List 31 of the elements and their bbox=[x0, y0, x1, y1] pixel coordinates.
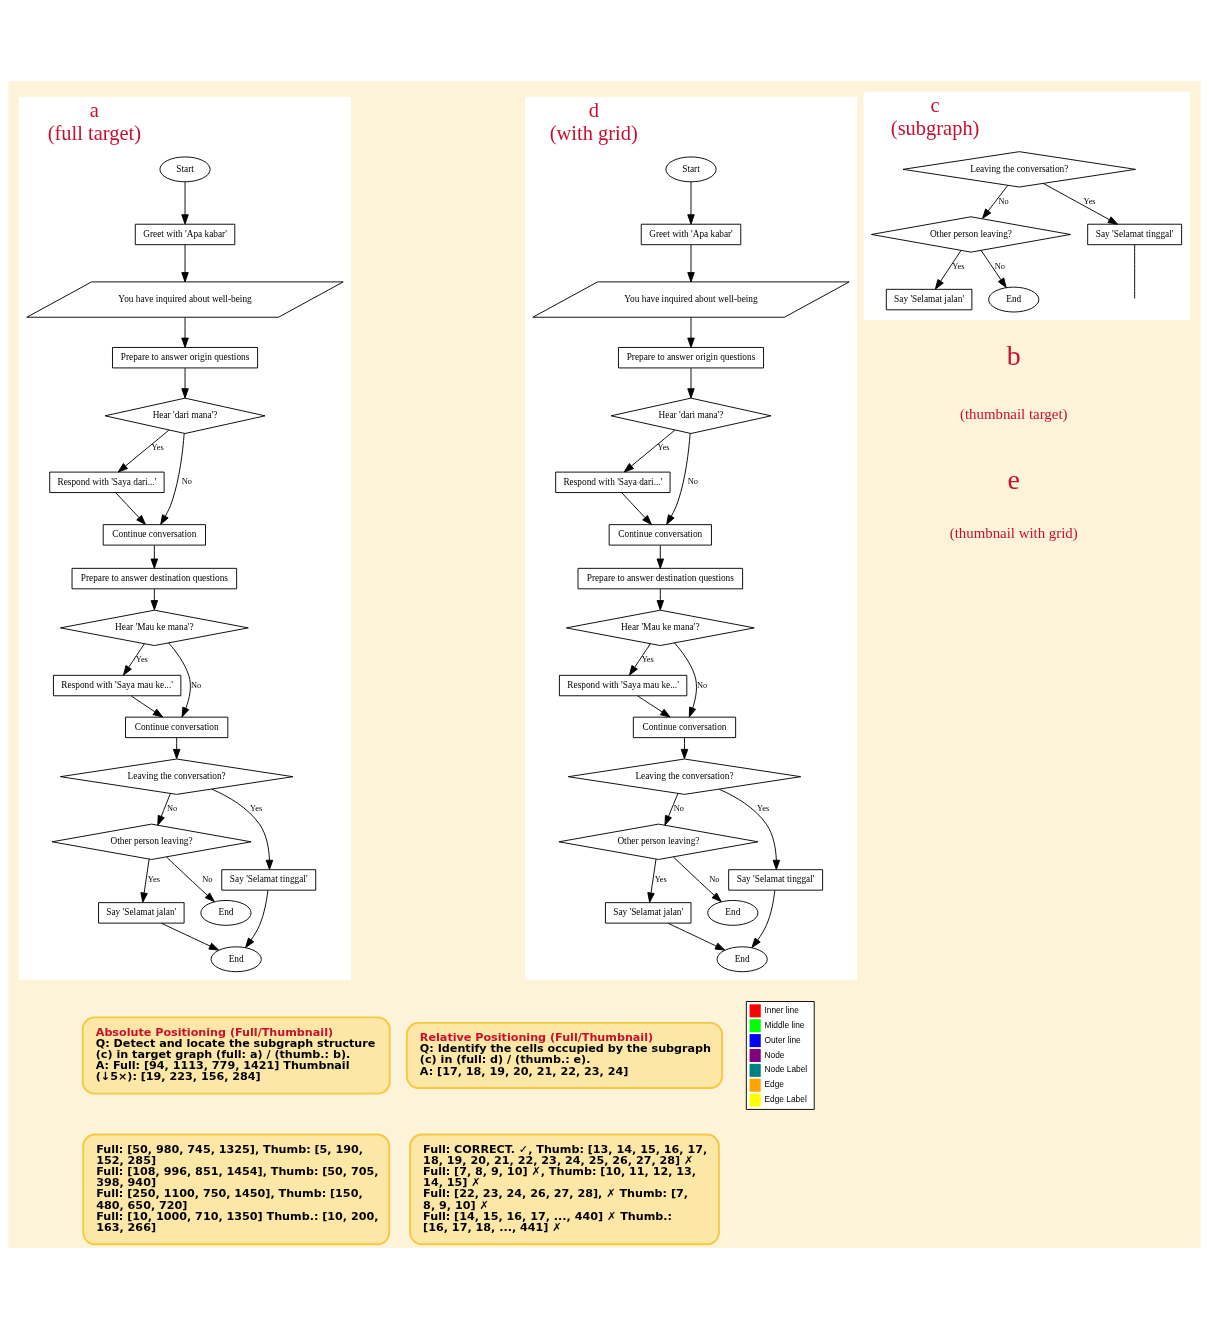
edge-label: Yes bbox=[151, 443, 164, 453]
edge-label: Yes bbox=[135, 655, 148, 665]
edge-label: No bbox=[191, 680, 202, 690]
legend-label: Node bbox=[764, 1049, 785, 1060]
label: b bbox=[1006, 339, 1021, 371]
edge-label: No bbox=[994, 262, 1005, 272]
edge-label: No bbox=[687, 477, 698, 487]
label: e bbox=[1007, 464, 1020, 496]
label: (thumbnail target) bbox=[959, 406, 1068, 423]
legend-label: Middle line bbox=[764, 1019, 805, 1030]
edge-label: No bbox=[202, 874, 213, 884]
legend-label: Inner line bbox=[764, 1004, 799, 1015]
edge-label: No bbox=[697, 680, 708, 690]
edge-label: No bbox=[673, 804, 685, 814]
edge-label: Yes bbox=[952, 262, 965, 272]
edge-label: No bbox=[709, 874, 720, 884]
edge-label: No bbox=[166, 804, 178, 814]
edge-label: Yes bbox=[1083, 196, 1096, 206]
legend-label: Edge bbox=[764, 1079, 784, 1090]
edge-label: Yes bbox=[641, 655, 654, 665]
edge-label: Yes bbox=[756, 804, 770, 814]
legend-label: Edge Label bbox=[764, 1094, 807, 1105]
edge-label: No bbox=[181, 477, 193, 487]
edge-label: Yes bbox=[250, 804, 263, 814]
edge-label: No bbox=[998, 196, 1009, 206]
edge-label: Yes bbox=[654, 874, 667, 884]
label: (thumbnail with grid) bbox=[949, 525, 1078, 542]
edge-label: Yes bbox=[657, 443, 670, 453]
legend-label: Outer line bbox=[764, 1034, 801, 1045]
legend-label: Node Label bbox=[764, 1064, 808, 1075]
edge-label: Yes bbox=[147, 874, 160, 884]
